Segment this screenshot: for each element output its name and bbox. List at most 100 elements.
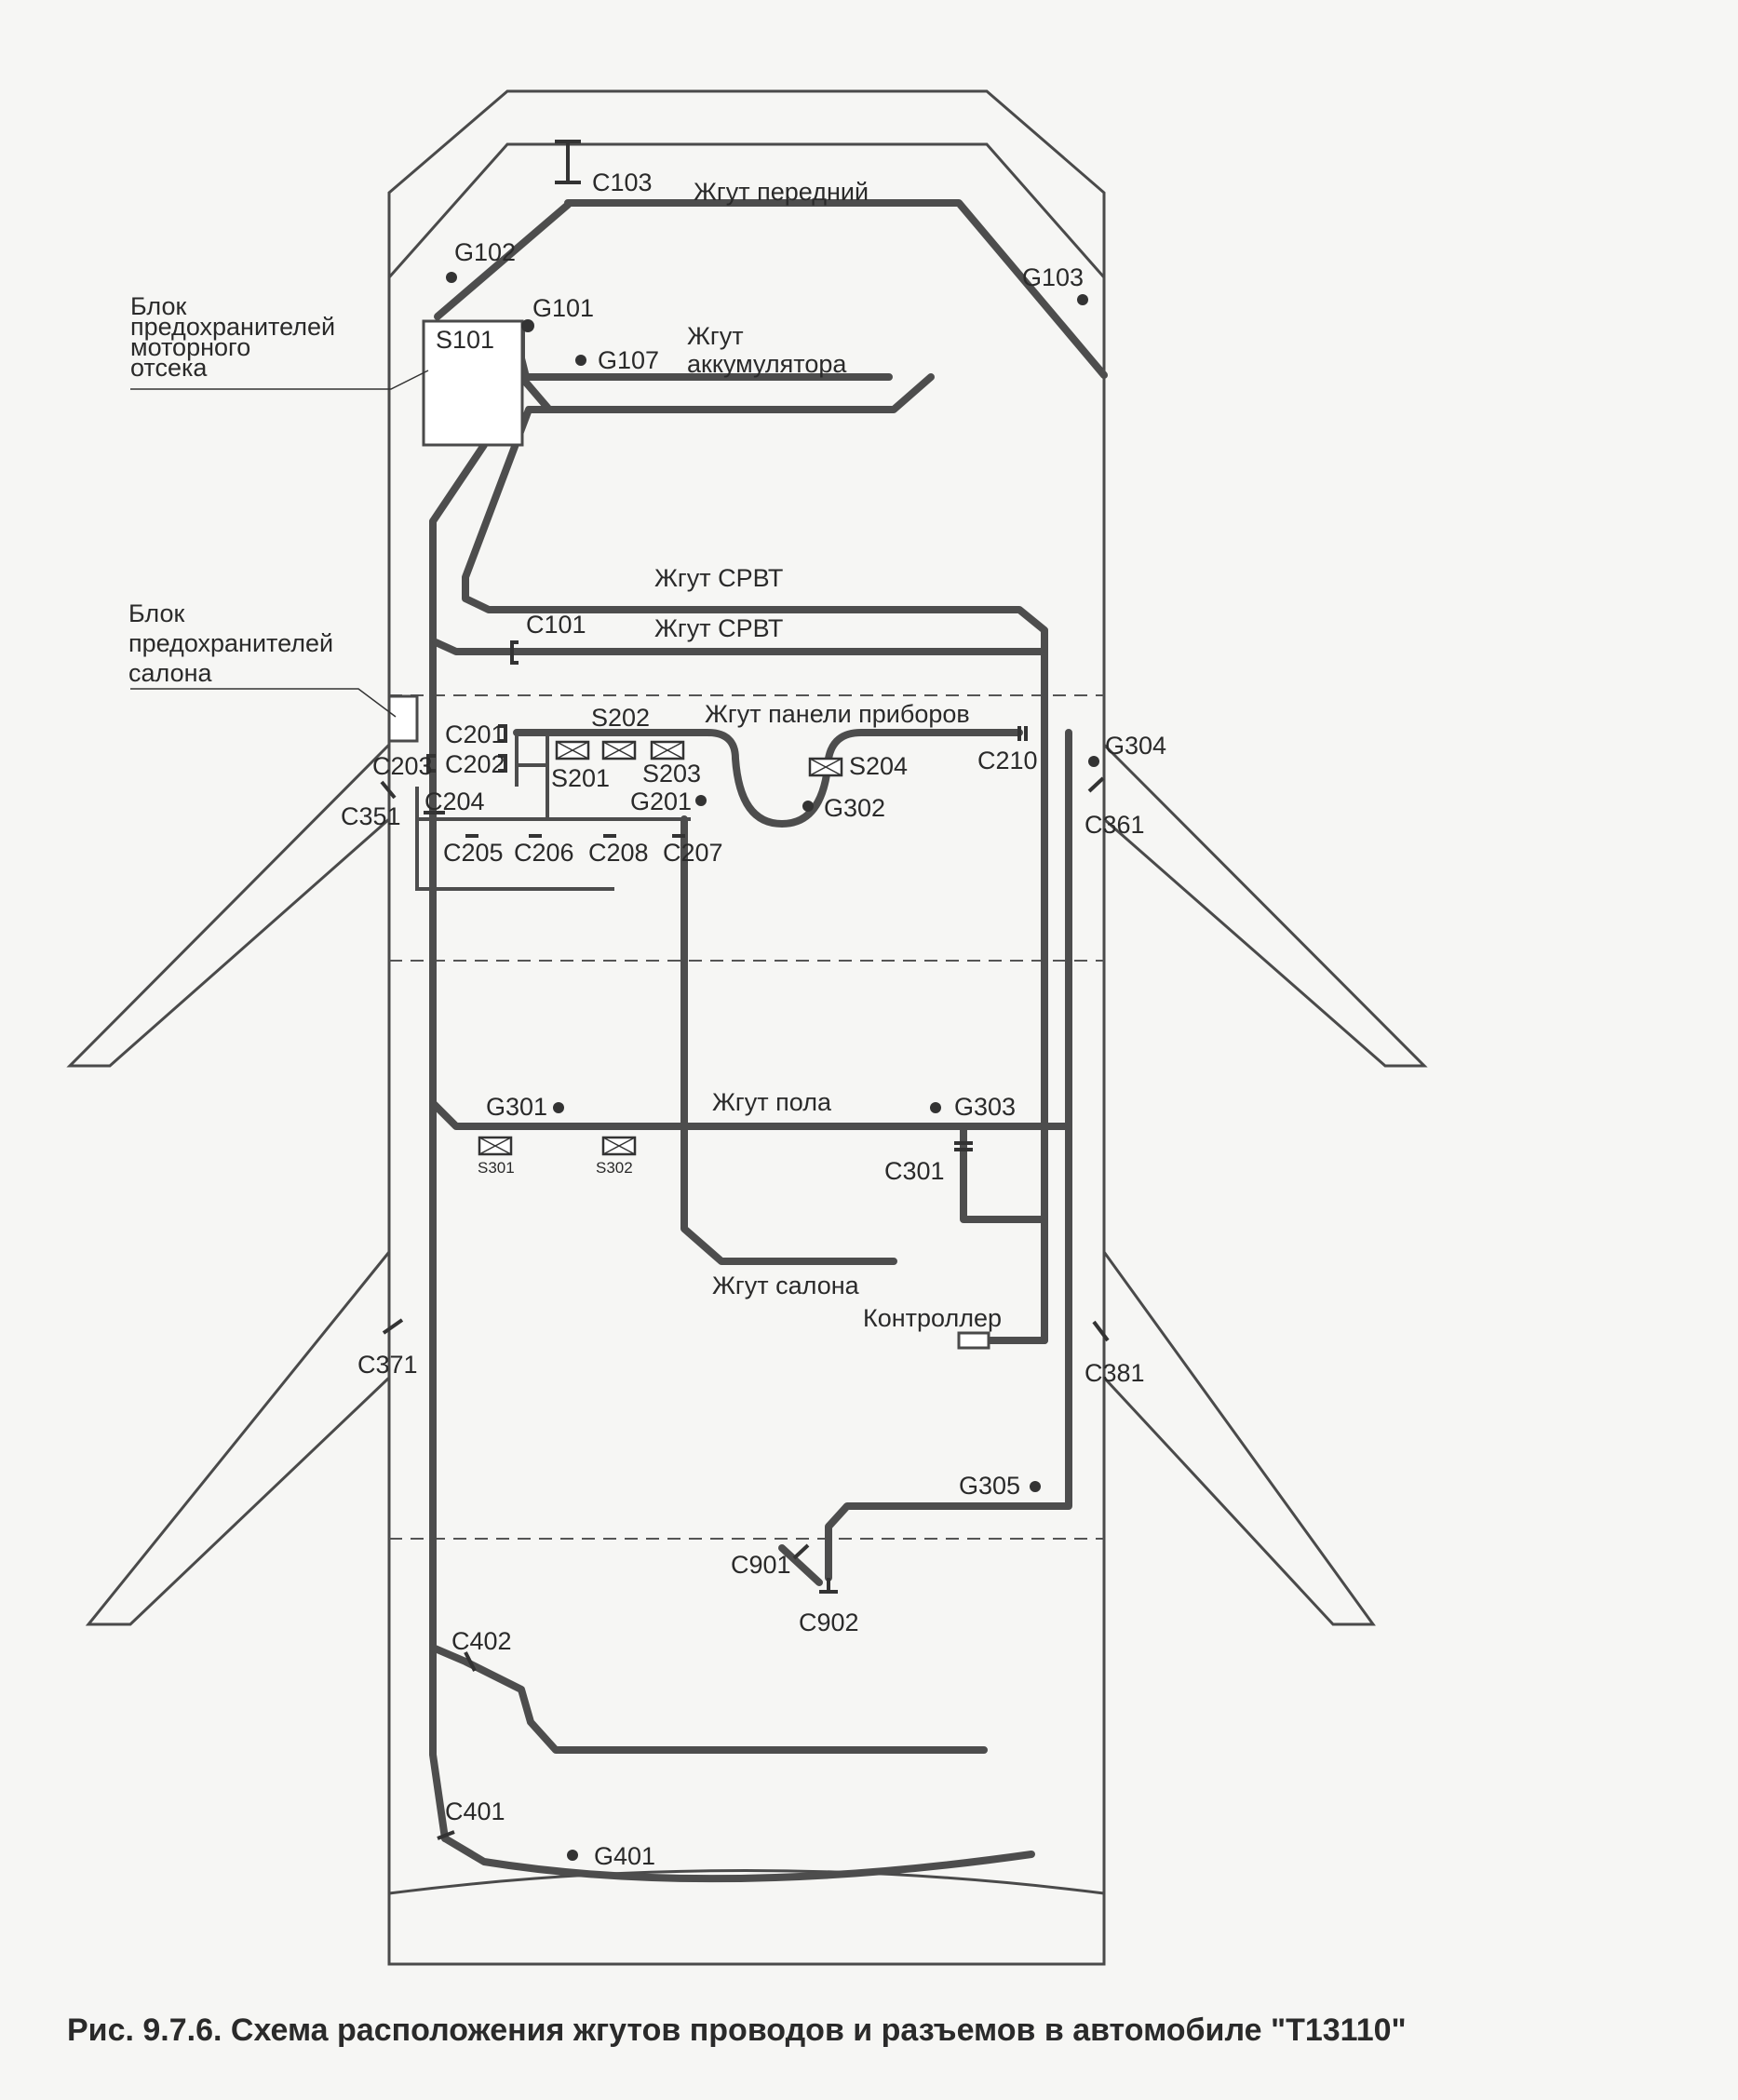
- c381-label: C381: [1085, 1359, 1145, 1387]
- g301-label: G301: [486, 1093, 547, 1121]
- ground-g101-dot: [521, 319, 534, 332]
- cabin-harness-wire: [680, 815, 897, 1265]
- c401-label: C401: [445, 1797, 505, 1825]
- hood-line: [387, 142, 1106, 278]
- g103-label: G103: [1022, 263, 1084, 291]
- engine-fuse-label-4: отсека: [130, 354, 208, 382]
- connector-c210-mark: [1017, 726, 1028, 741]
- splice-s201-mark: [555, 740, 590, 761]
- connector-c201-mark: [498, 724, 507, 743]
- leader-line: [130, 688, 397, 718]
- g101-label: G101: [532, 294, 594, 322]
- trunk-line: [388, 1869, 1105, 1895]
- connector-c103-mark: [555, 140, 581, 184]
- srvt-harness-label-1: Жгут СРВТ: [654, 564, 783, 592]
- battery-harness-label-2: аккумулятора: [687, 350, 847, 378]
- cabin-fuse-label-2: предохранителей: [128, 629, 333, 657]
- connector-c381-mark: [1092, 1320, 1110, 1342]
- ground-g107-dot: [575, 355, 586, 366]
- front-right-door: [1102, 743, 1428, 1068]
- ground-g301-dot: [553, 1102, 564, 1113]
- connector-c101-mark: [510, 640, 519, 665]
- controller-box: [957, 1331, 990, 1350]
- front-harness-wire: [434, 199, 1108, 379]
- s201-label: S201: [551, 764, 610, 792]
- rear-right-door: [1102, 1251, 1376, 1626]
- cabin-fuse-label-3: салона: [128, 659, 213, 687]
- front-left-door: [66, 743, 391, 1068]
- connector-c351-mark: [380, 780, 397, 800]
- c203-label: C203: [372, 752, 433, 780]
- s202-label: S202: [591, 704, 650, 732]
- c103-label: C103: [592, 168, 653, 196]
- c351-label: C351: [341, 802, 401, 830]
- connector-c203-mark: [426, 754, 436, 773]
- battery-harness-label-1: Жгут: [687, 322, 744, 350]
- ground-g201-dot: [695, 795, 707, 806]
- engine-fuse-block: [422, 319, 524, 447]
- s101-label: S101: [436, 326, 494, 354]
- cabin-fuse-label-1: Блок: [128, 599, 184, 627]
- floor-harness-wire: [429, 1099, 1072, 1130]
- connector-symbols: [380, 140, 1110, 1840]
- srvt-harness-label-2: Жгут СРВТ: [654, 614, 783, 642]
- engine-fuse-label-2: предохранителей: [130, 313, 335, 341]
- c902-label: C902: [799, 1609, 859, 1636]
- c101-label: C101: [526, 611, 586, 639]
- c210-label: C210: [977, 747, 1038, 774]
- cabin-fuse-block: [387, 694, 419, 743]
- front-harness-label: Жгут передний: [694, 178, 869, 206]
- s203-label: S203: [642, 760, 701, 788]
- s302-label: S302: [596, 1159, 633, 1177]
- dashboard-harness-wire: [513, 729, 1023, 828]
- s204-label: S204: [849, 752, 908, 780]
- splice-s302-mark: [601, 1136, 637, 1156]
- ground-g102-dot: [446, 272, 457, 283]
- connector-c361-mark: [1087, 776, 1105, 793]
- s301-label: S301: [478, 1159, 515, 1177]
- ground-g103-dot: [1077, 294, 1088, 305]
- c201-label: C201: [445, 720, 505, 748]
- srvt-harness-wire-2: [432, 639, 1044, 655]
- c207-label: C207: [663, 839, 723, 867]
- connector-c202-mark: [498, 754, 507, 773]
- floor-harness-label: Жгут пола: [712, 1088, 832, 1116]
- c206-label: C206: [514, 839, 574, 867]
- ground-g401-dot: [567, 1850, 578, 1861]
- rear-harness-wire: [441, 1835, 1035, 1883]
- rear-left-door: [85, 1251, 391, 1626]
- g102-label: G102: [454, 238, 516, 266]
- ground-g302-dot: [802, 801, 814, 812]
- c301-branch-wire: [960, 1123, 1044, 1223]
- g303-label: G303: [954, 1093, 1016, 1121]
- c204-label: C204: [424, 788, 485, 815]
- connector-c901-mark: [792, 1543, 810, 1560]
- g304-label: G304: [1105, 732, 1166, 760]
- figure-caption: Рис. 9.7.6. Схема расположения жгутов пр…: [67, 2012, 1407, 2048]
- c301-label: C301: [884, 1157, 945, 1185]
- engine-fuse-label-1: Блок: [130, 292, 186, 320]
- splice-s203-mark: [650, 740, 685, 761]
- c402-branch-wire: [429, 1644, 988, 1754]
- vehicle-body-outline: [387, 89, 1106, 1966]
- cabin-harness-label: Жгут салона: [712, 1272, 860, 1299]
- ground-g304-dot: [1088, 756, 1099, 767]
- c402-label: C402: [451, 1627, 512, 1655]
- leader-line: [130, 370, 429, 390]
- g201-label: G201: [630, 788, 692, 815]
- srvt-harness-wire: [462, 406, 1048, 1344]
- c901-label: C901: [731, 1551, 791, 1579]
- splice-s202-mark: [601, 740, 637, 761]
- engine-fuse-label-3: моторного: [130, 333, 250, 361]
- c208-label: C208: [588, 839, 649, 867]
- g302-label: G302: [824, 794, 885, 822]
- connector-c301-mark: [954, 1141, 973, 1151]
- splice-s301-mark: [478, 1136, 513, 1156]
- ground-g305-dot: [1030, 1481, 1041, 1492]
- splice-symbols: [478, 740, 843, 1156]
- ground-g303-dot: [930, 1102, 941, 1113]
- ground-point-dots: [446, 272, 1099, 1861]
- right-trunk-wire: [825, 729, 1072, 1582]
- g107-label: G107: [598, 346, 659, 374]
- main-left-trunk-wire: [429, 441, 488, 1842]
